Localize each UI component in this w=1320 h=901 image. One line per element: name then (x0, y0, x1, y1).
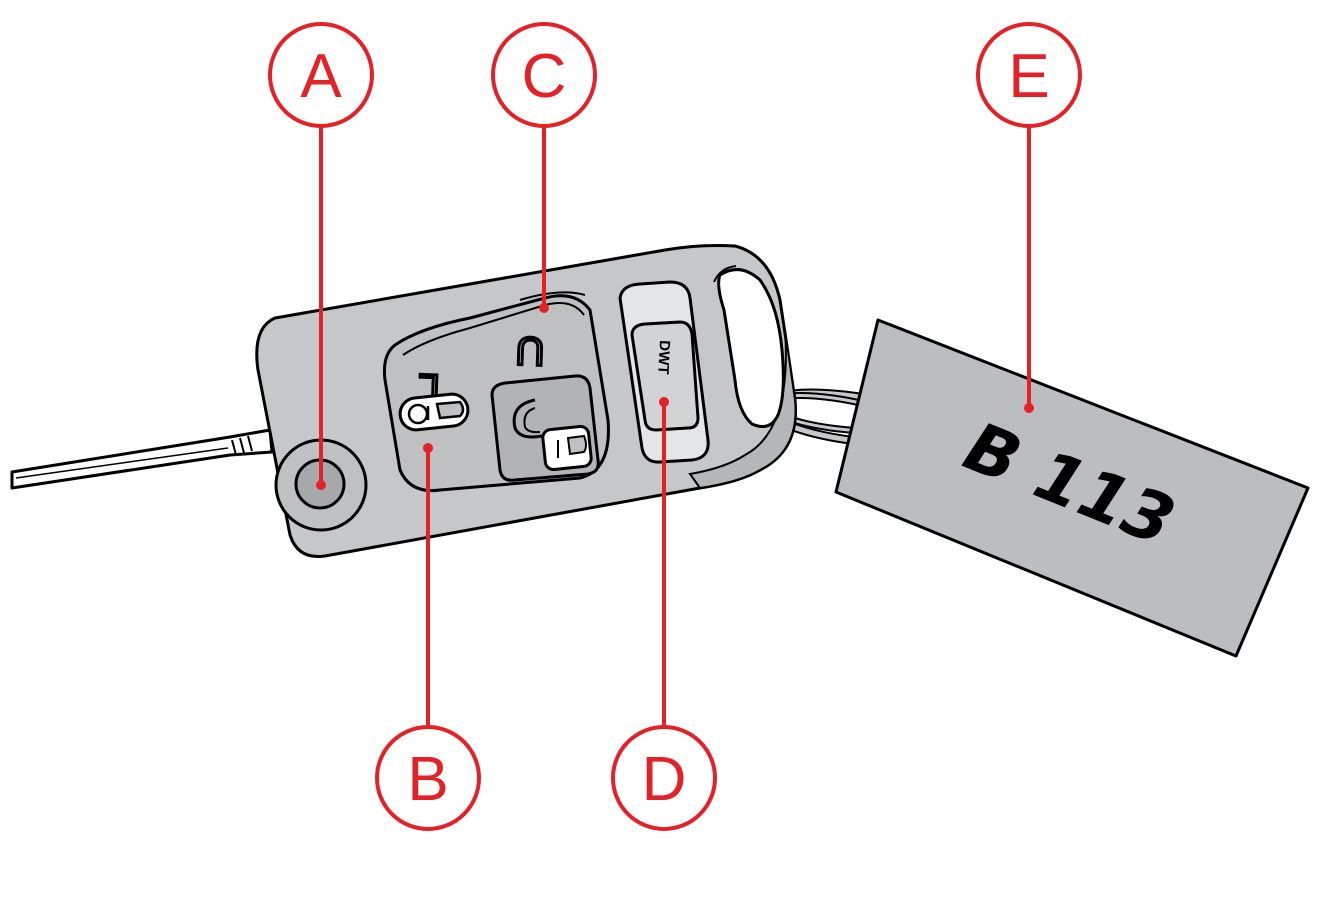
padlock-closed-icon (398, 392, 470, 432)
callout-a: A (268, 22, 374, 128)
callout-dot-e (1024, 403, 1034, 413)
callout-dot-c (539, 303, 549, 313)
callout-b: B (375, 725, 481, 831)
callout-dot-a (316, 480, 326, 490)
callout-label-a: A (300, 42, 342, 111)
key-fob: U L DWT (255, 244, 798, 559)
panic-button[interactable]: DWT (618, 280, 710, 464)
callout-label-e: E (1008, 42, 1049, 111)
unlock-button[interactable] (490, 374, 600, 482)
callout-label-c: C (522, 42, 567, 111)
callout-label-d: D (642, 745, 687, 814)
lock-button[interactable] (398, 392, 470, 432)
callout-c: C (491, 22, 597, 128)
callout-dot-d (659, 397, 669, 407)
callout-d: D (611, 725, 717, 831)
key-blade (10, 428, 274, 490)
callout-e: E (976, 22, 1082, 128)
callout-dot-b (423, 443, 433, 453)
padlock-open-icon (512, 398, 593, 472)
brand-logo: DWT (654, 340, 673, 375)
key-tag: B 113 (834, 318, 1310, 658)
callout-label-b: B (407, 745, 448, 814)
unlock-button-label: U (515, 328, 545, 373)
